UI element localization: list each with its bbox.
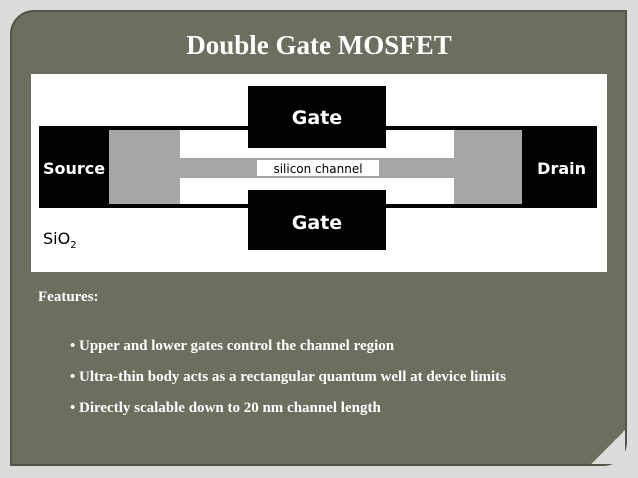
mosfet-diagram: Gate Source Drain silicon channel Gate S…	[31, 74, 607, 272]
source-extension	[109, 130, 180, 208]
oxide-label: SiO2	[43, 229, 77, 251]
feature-item: • Ultra-thin body acts as a rectangular …	[70, 369, 506, 385]
oxide-label-text: SiO	[43, 229, 70, 248]
source-region	[39, 130, 109, 208]
channel-label: silicon channel	[273, 162, 362, 176]
oxide-subscript: 2	[70, 240, 76, 251]
drain-extension	[454, 130, 522, 208]
drain-label: Drain	[537, 159, 586, 178]
top-gate-label: Gate	[292, 107, 342, 129]
bottom-gate	[248, 190, 386, 250]
features-list: • Upper and lower gates control the chan…	[70, 337, 506, 430]
feature-item: • Directly scalable down to 20 nm channe…	[70, 400, 381, 416]
source-label: Source	[43, 159, 105, 178]
top-gate	[248, 86, 386, 148]
drain-region	[522, 130, 597, 208]
features-heading: Features:	[38, 289, 99, 305]
feature-item: • Upper and lower gates control the chan…	[70, 338, 395, 354]
channel-label-box	[257, 160, 379, 176]
page-curl-corner	[591, 430, 625, 464]
bottom-gate-label: Gate	[292, 212, 342, 234]
slide-title: Double Gate MOSFET	[186, 30, 452, 60]
